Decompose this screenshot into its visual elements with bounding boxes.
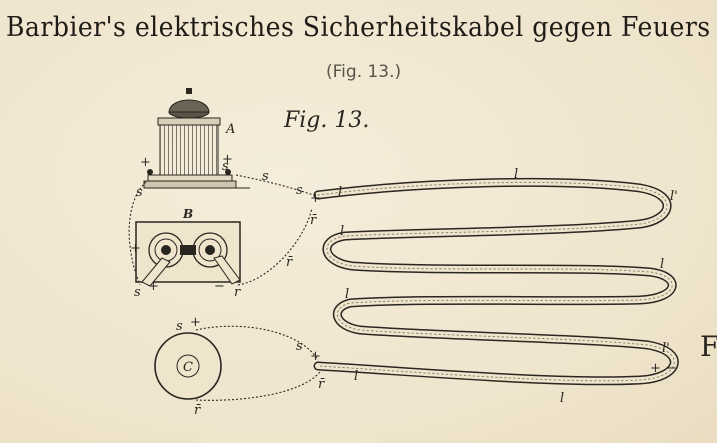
label-r-4: r̄	[318, 377, 326, 392]
label-l-6: l	[354, 369, 358, 384]
label-s-4: s	[136, 185, 143, 200]
label-s-1: s	[222, 159, 229, 174]
label-l-prime-1: l'	[670, 189, 678, 204]
label-l-5: l	[345, 287, 349, 302]
electric-bell	[143, 88, 250, 189]
label-l-4: l	[660, 257, 664, 272]
plus-3: +	[310, 191, 321, 206]
label-b: B	[182, 207, 193, 221]
label-s-2: s	[262, 169, 269, 184]
center-unit	[154, 332, 222, 400]
label-l-1: l	[338, 185, 342, 200]
plus-2: +	[222, 152, 233, 167]
minus-2: −	[666, 361, 677, 376]
label-l-prime-2: l'	[662, 341, 670, 356]
edge-letter: F	[700, 330, 717, 363]
battery-box	[135, 221, 241, 287]
label-l-3: l	[340, 224, 344, 239]
figure-label: Fig. 13.	[284, 108, 370, 133]
plus-6: +	[190, 315, 201, 330]
label-s-5: s	[134, 285, 141, 300]
coiled-wires	[128, 174, 321, 401]
label-a: A	[225, 122, 235, 137]
label-r-2: r̄	[286, 255, 294, 270]
plus-8: +	[650, 361, 661, 376]
label-c: C	[183, 360, 193, 375]
plus-7: +	[310, 349, 321, 364]
label-r-3: r	[234, 285, 241, 300]
label-l-2: l	[514, 167, 518, 182]
label-r-5: r̄	[194, 403, 202, 418]
page-title: Barbier's elektrisches Sicherheitskabel …	[6, 12, 711, 43]
label-r-1: r̄	[310, 213, 318, 228]
label-s-6: s	[176, 319, 183, 334]
label-s-7: s	[296, 339, 303, 354]
plus-4: +	[130, 241, 141, 256]
plus-1: +	[140, 155, 151, 170]
plus-5: +	[148, 279, 159, 294]
label-l-7: l	[560, 391, 564, 406]
figure-reference: (Fig. 13.)	[326, 62, 402, 82]
label-s-3: s	[296, 183, 303, 198]
minus-1: −	[214, 279, 225, 294]
safety-cable	[313, 177, 679, 386]
